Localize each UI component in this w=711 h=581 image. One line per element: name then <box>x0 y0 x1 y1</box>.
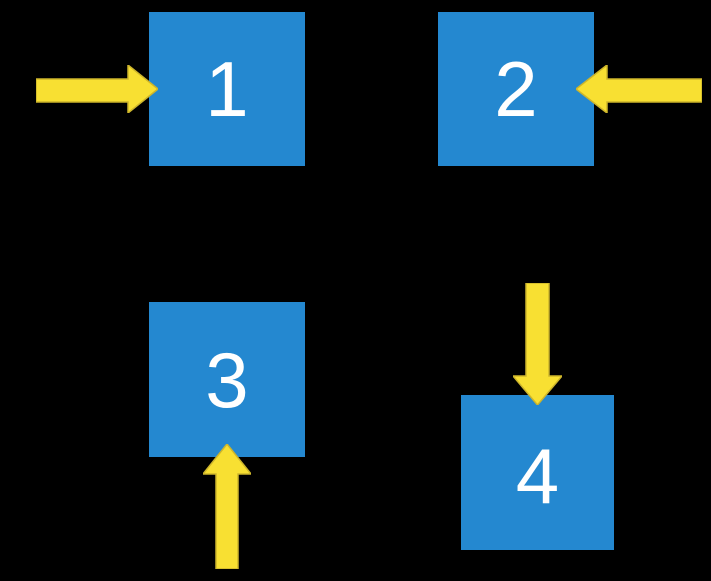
box-3: 3 <box>149 302 305 457</box>
arrow-right-icon <box>36 65 158 113</box>
box-3-label: 3 <box>205 335 249 424</box>
arrow-down-icon <box>513 283 562 405</box>
box-1-label: 1 <box>205 45 249 133</box>
box-2-label: 2 <box>494 45 538 133</box>
box-2: 2 <box>438 12 594 166</box>
arrow-up-icon <box>203 444 251 569</box>
box-1: 1 <box>149 12 305 166</box>
box-4-label: 4 <box>515 431 560 520</box>
arrow-left-icon <box>576 65 702 113</box>
box-4: 4 <box>461 395 614 550</box>
